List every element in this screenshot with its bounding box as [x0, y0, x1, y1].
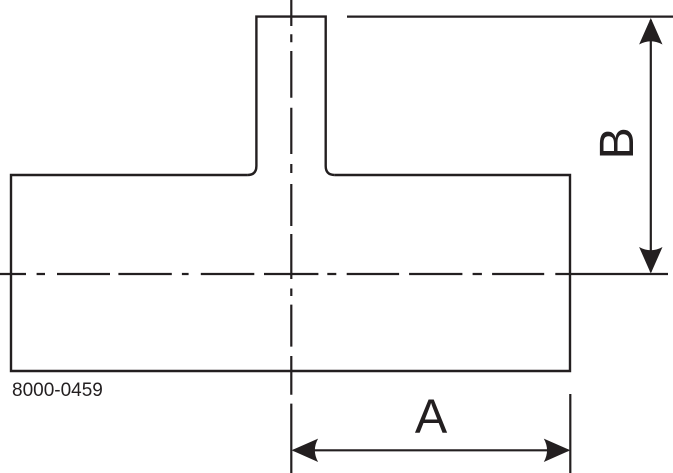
- dim-b-arrowhead-top: [639, 18, 663, 45]
- dim-a-arrowhead-left: [291, 438, 319, 462]
- dim-b-arrowhead-bottom: [639, 247, 663, 274]
- part-number: 8000-0459: [12, 380, 103, 401]
- dim-a-arrowhead-right: [543, 438, 571, 462]
- dim-a-label: A: [415, 390, 448, 444]
- dim-b-label: B: [590, 127, 644, 159]
